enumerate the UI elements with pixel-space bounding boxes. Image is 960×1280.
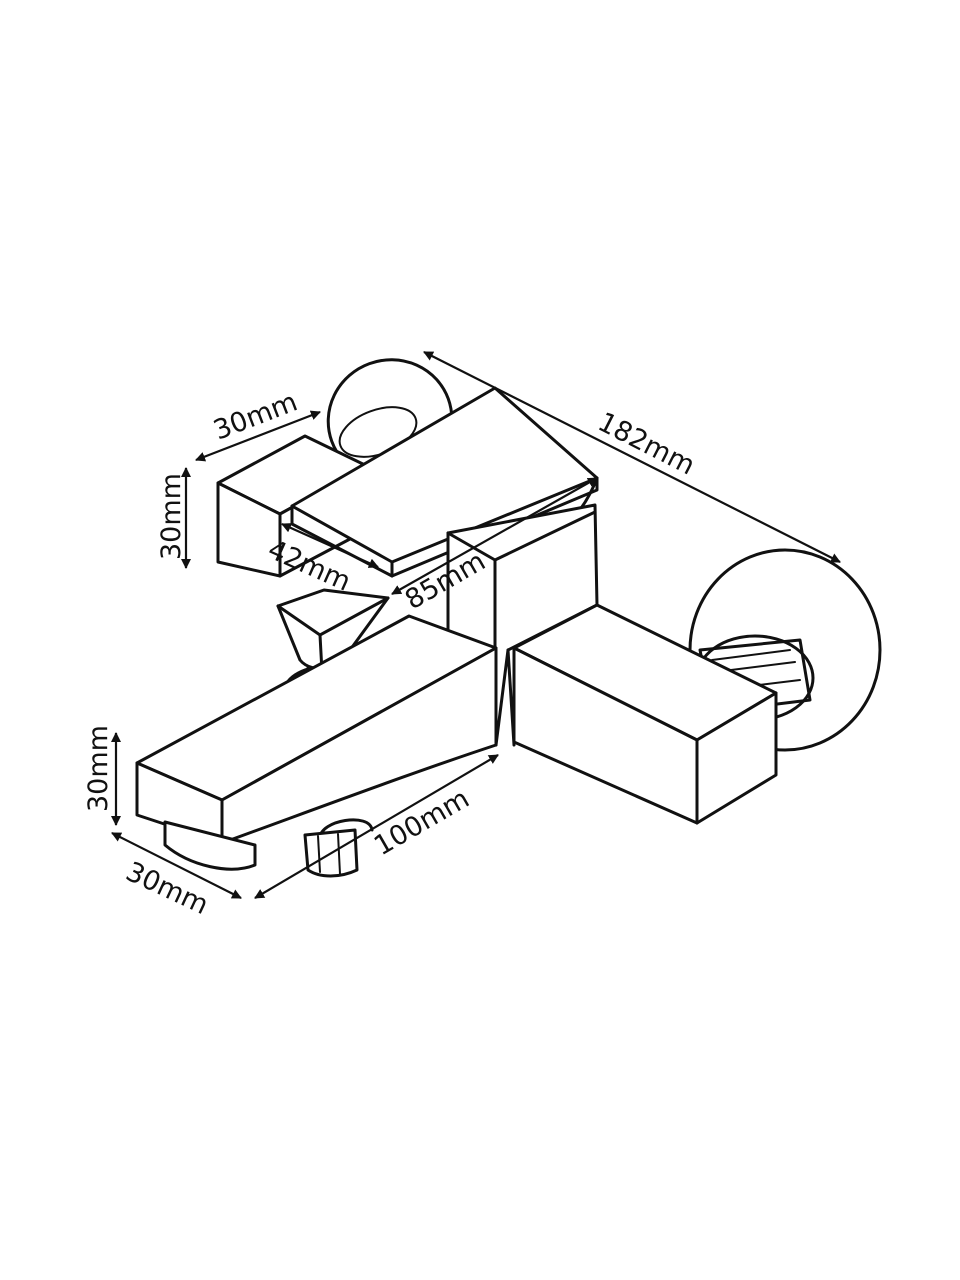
right-arm (512, 603, 778, 825)
spout-width-label: 30mm (121, 856, 213, 921)
handle-height-label: 30mm (156, 473, 187, 560)
spout-height-label: 30mm (83, 725, 114, 812)
dimension-lines (111, 351, 841, 899)
overall-width-label: 182mm (593, 407, 700, 482)
